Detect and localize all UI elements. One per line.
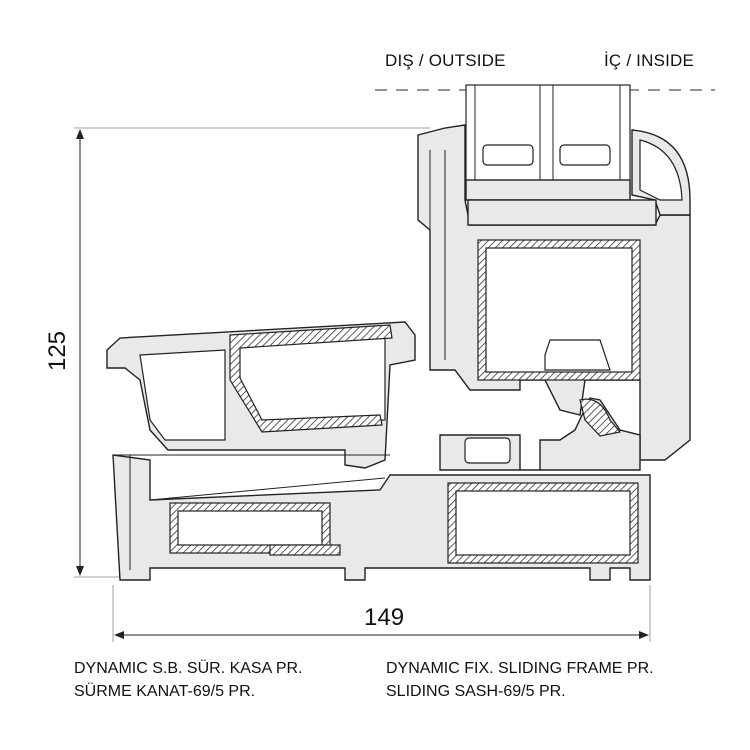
- width-dimension-line: [112, 585, 651, 642]
- width-dimension-value: 149: [364, 604, 405, 631]
- sliding-frame-base-profile: [112, 454, 651, 581]
- left-caption: DYNAMIC S.B. SÜR. KASA PR. SÜRME KANAT-6…: [74, 657, 303, 703]
- left-caption-line-2: SÜRME KANAT-69/5 PR.: [74, 683, 256, 700]
- sliding-sash-profile: [106, 321, 416, 469]
- height-dimension-value: 125: [44, 330, 72, 372]
- left-caption-line-1: DYNAMIC S.B. SÜR. KASA PR.: [74, 660, 303, 677]
- fixed-sliding-frame-profile: [417, 124, 691, 461]
- inside-label: İÇ / INSIDE: [604, 51, 695, 70]
- right-caption-line-2: SLIDING SASH-69/5 PR.: [386, 683, 566, 700]
- outside-label: DIŞ / OUTSIDE: [385, 51, 506, 70]
- glazing-unit: [465, 84, 631, 201]
- right-caption-line-1: DYNAMIC FIX. SLIDING FRAME PR.: [386, 660, 654, 677]
- interlock-profile: [439, 397, 641, 471]
- right-caption: DYNAMIC FIX. SLIDING FRAME PR. SLIDING S…: [386, 657, 654, 703]
